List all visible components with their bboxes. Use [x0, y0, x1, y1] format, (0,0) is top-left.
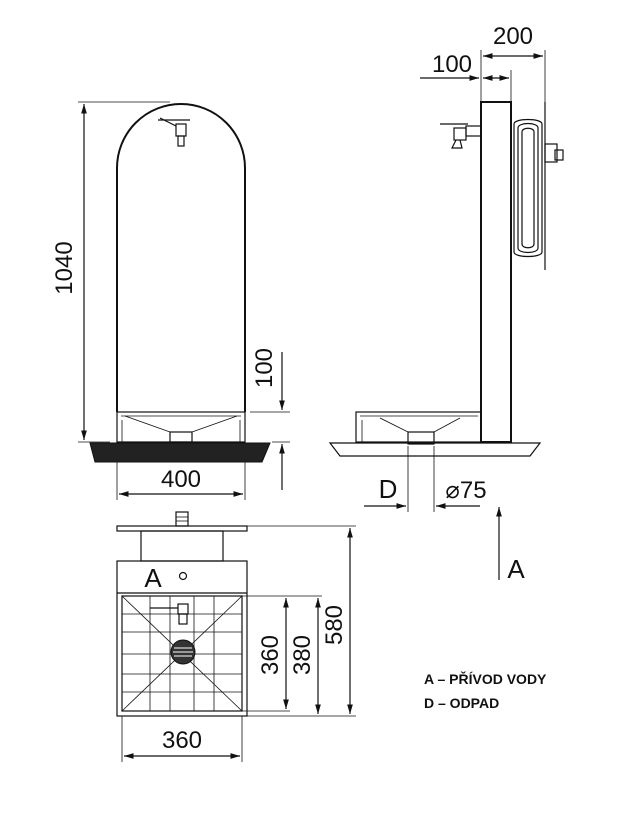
- side-faucet-icon: [440, 123, 482, 149]
- front-faucet-icon: [158, 117, 190, 147]
- drain-label: D: [379, 474, 398, 504]
- plan-grate: [121, 595, 243, 712]
- plan-top-cap: [116, 525, 248, 532]
- front-base-height-dimension: [250, 352, 290, 490]
- side-width-label: 200: [493, 23, 533, 50]
- front-tray: [116, 411, 246, 443]
- side-tray: [355, 411, 482, 445]
- plan-height-dimensions: [242, 525, 356, 717]
- side-base-slab: [328, 442, 542, 457]
- front-view: 1040 100 400: [51, 101, 290, 500]
- front-height-label: 1040: [51, 241, 78, 294]
- plan-view: A: [116, 511, 356, 762]
- legend: A – PŘÍVOD VODY D – ODPAD: [424, 670, 547, 711]
- plan-grate-dim-label: 360: [257, 635, 284, 675]
- plan-inlet-hole-icon: [178, 571, 188, 581]
- plan-width-dimension: [121, 716, 243, 762]
- drain-dimension: [364, 446, 480, 512]
- plan-inlet-label: A: [144, 563, 162, 593]
- plan-faucet-icon: [150, 603, 189, 625]
- plan-width-dim-label: 360: [162, 727, 202, 754]
- side-post: [480, 101, 512, 443]
- plan-tray-outline: [116, 560, 248, 717]
- plan-inlet-fitting-icon: [175, 511, 189, 527]
- front-column-outline: [116, 103, 246, 412]
- plan-depth-dim-label: 580: [321, 605, 348, 645]
- front-width-dimension: [116, 462, 246, 500]
- front-base-height-label: 100: [251, 348, 278, 388]
- hose-reel-icon: [513, 102, 564, 270]
- plan-drain-icon: [170, 639, 196, 665]
- drain-diameter-label: ⌀75: [445, 477, 486, 504]
- side-arrow-label: A: [507, 554, 525, 584]
- plan-post: [140, 530, 224, 562]
- front-height-dimension: [78, 101, 170, 443]
- plan-inner-dim-label: 380: [289, 635, 316, 675]
- legend-line-a: A – PŘÍVOD VODY: [424, 670, 547, 687]
- side-offset-label: 100: [432, 51, 472, 78]
- front-base-slab: [89, 442, 271, 463]
- legend-line-d: D – ODPAD: [424, 695, 499, 711]
- front-width-label: 400: [161, 466, 201, 493]
- side-width-dimension: [420, 50, 546, 102]
- side-view: 200 100 D ⌀75 A: [328, 23, 564, 584]
